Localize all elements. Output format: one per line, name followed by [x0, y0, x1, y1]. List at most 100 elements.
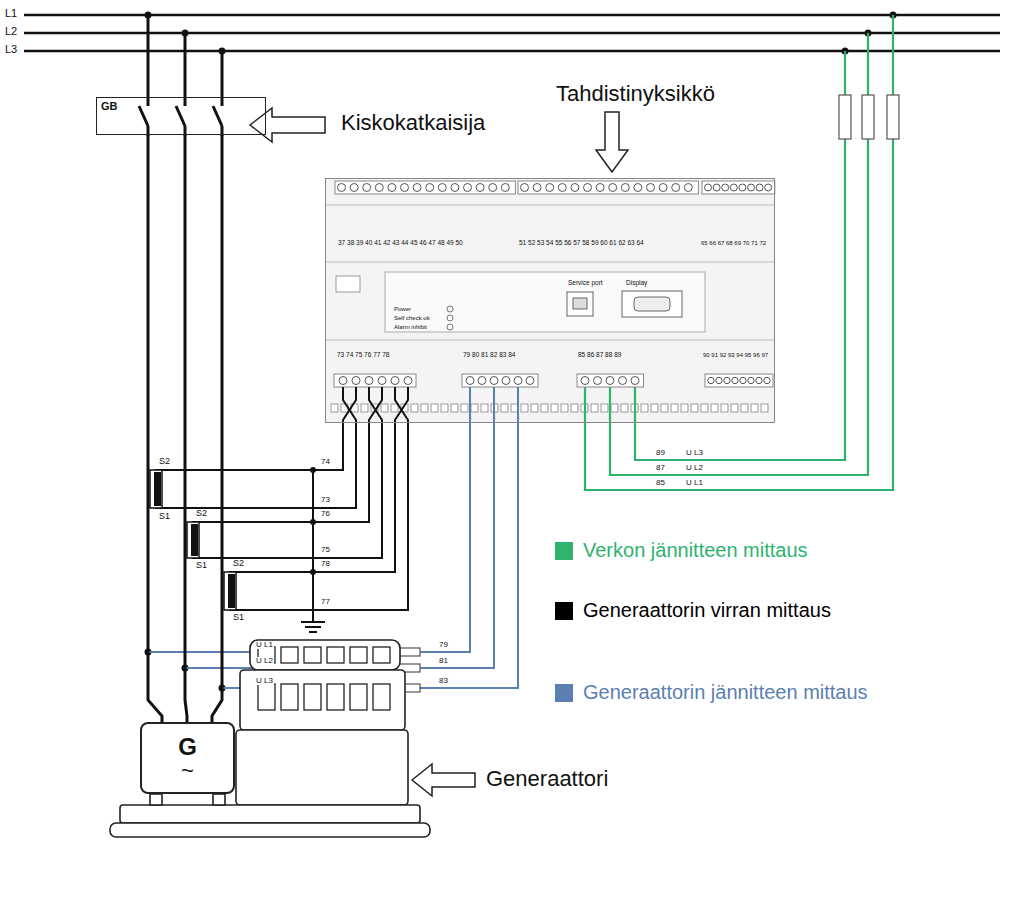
schematic-stroke: [451, 184, 459, 192]
schematic-stroke: [691, 404, 698, 412]
schematic-stroke: [309, 631, 317, 633]
schematic-stroke: [363, 184, 371, 192]
schematic-stroke: [606, 377, 614, 385]
wire-label: 87: [655, 464, 666, 472]
schematic-stroke: [647, 184, 655, 192]
schematic-stroke: [281, 684, 298, 710]
legend-text: Generaattorin virran mittaus: [583, 599, 831, 622]
schematic-stroke: [24, 50, 1000, 53]
terminal-numbers: 85 86 87 88 89: [577, 352, 622, 359]
legend-item: Generaattorin jännitteen mittaus: [555, 681, 868, 704]
schematic-stroke: [584, 184, 592, 192]
wire-label: 79: [438, 641, 449, 649]
schematic-stroke: [541, 404, 548, 412]
node-text: Display: [626, 280, 647, 287]
phase-label: L2: [4, 26, 18, 38]
schematic-stroke: [331, 404, 338, 412]
schematic-stroke: [887, 95, 899, 139]
schematic-stroke: [591, 404, 598, 412]
schematic-stroke: [182, 30, 189, 37]
schematic-stroke: [478, 377, 486, 385]
generator-box: G~: [140, 722, 235, 794]
schematic-stroke: [373, 684, 390, 710]
ct-terminal-label: S2: [232, 559, 245, 568]
schematic-stroke: [671, 404, 678, 412]
schematic-stroke: [350, 684, 367, 710]
ct-terminal-label: S2: [158, 457, 171, 466]
schematic-stroke: [388, 184, 396, 192]
schematic-stroke: [441, 404, 448, 412]
wire-label: U L1: [255, 641, 274, 649]
schematic-stroke: [708, 377, 714, 383]
node-text: G: [178, 734, 197, 759]
schematic-stroke: [862, 95, 874, 139]
schematic-stroke: [339, 377, 347, 385]
schematic-stroke: [634, 184, 642, 192]
legend-text: Generaattorin jännitteen mittaus: [583, 681, 868, 704]
schematic-stroke: [375, 184, 383, 192]
schematic-stroke: [431, 404, 438, 412]
schematic-stroke: [730, 184, 737, 191]
schematic-stroke: [489, 184, 497, 192]
schematic-stroke: [338, 184, 346, 192]
schematic-stroke: [635, 51, 845, 460]
schematic-stroke: [176, 106, 185, 126]
schematic-stroke: [378, 377, 386, 385]
wire-label: 81: [438, 657, 449, 665]
schematic-stroke: [462, 374, 538, 387]
junction-dots: [145, 12, 897, 692]
schematic-stroke: [526, 377, 534, 385]
schematic-stroke: [401, 184, 409, 192]
terminal-numbers: 90 91 92 93 94 95 96 97: [702, 352, 769, 358]
schematic-stroke: [711, 404, 718, 412]
schematic-stroke: [571, 184, 579, 192]
schematic-stroke: [447, 306, 453, 312]
schematic-stroke: [705, 184, 712, 191]
wire-label: 76: [320, 510, 331, 518]
wire-label: 74: [320, 458, 331, 466]
schematic-stroke: [219, 48, 226, 55]
schematic-stroke: [748, 184, 755, 191]
node-text: Self check ok: [394, 315, 430, 321]
schematic-stroke: [154, 472, 161, 506]
schematic-stroke: [301, 621, 325, 623]
callout-label: Kiskokatkaisija: [340, 111, 486, 134]
schematic-stroke: [765, 184, 772, 191]
schematic-stroke: [385, 272, 705, 332]
wire-label: 85: [655, 479, 666, 487]
schematic-stroke: [521, 404, 528, 412]
ct-terminal-label: S1: [195, 561, 208, 570]
schematic-stroke: [521, 184, 529, 192]
schematic-stroke: [681, 404, 688, 412]
schematic-stroke: [601, 404, 608, 412]
grid-fuses: [839, 95, 899, 139]
schematic-stroke: [352, 377, 360, 385]
schematic-stroke: [411, 404, 418, 412]
schematic-stroke: [721, 404, 728, 412]
schematic-stroke: [514, 377, 522, 385]
schematic-stroke: [609, 184, 617, 192]
schematic-stroke: [581, 377, 589, 385]
schematic-stroke: [596, 112, 628, 172]
schematic-stroke: [531, 404, 538, 412]
schematic-stroke: [335, 181, 515, 194]
schematic-stroke: [391, 404, 398, 412]
terminal-numbers: 79 80 81 82 83 84: [462, 352, 516, 359]
engine: [110, 640, 430, 837]
synchronizer-unit: PowerSelf check okAlarm inhibitService p…: [325, 178, 775, 423]
wire-label: 73: [320, 496, 331, 504]
schematic-stroke: [185, 387, 494, 668]
schematic-stroke: [741, 404, 748, 412]
schematic-stroke: [558, 184, 566, 192]
schematic-stroke: [481, 404, 488, 412]
node-text: ~: [181, 759, 194, 782]
schematic-stroke: [546, 184, 554, 192]
wire-label: 83: [438, 677, 449, 685]
terminal-numbers: 37 38 39 40 41 42 43 44 45 46 47 48 49 5…: [337, 240, 464, 247]
legend-text: Verkon jännitteen mittaus: [583, 539, 808, 562]
schematic-stroke: [350, 184, 358, 192]
schematic-stroke: [533, 184, 541, 192]
schematic-stroke: [619, 377, 627, 385]
schematic-stroke: [466, 377, 474, 385]
schematic-stroke: [756, 377, 762, 383]
